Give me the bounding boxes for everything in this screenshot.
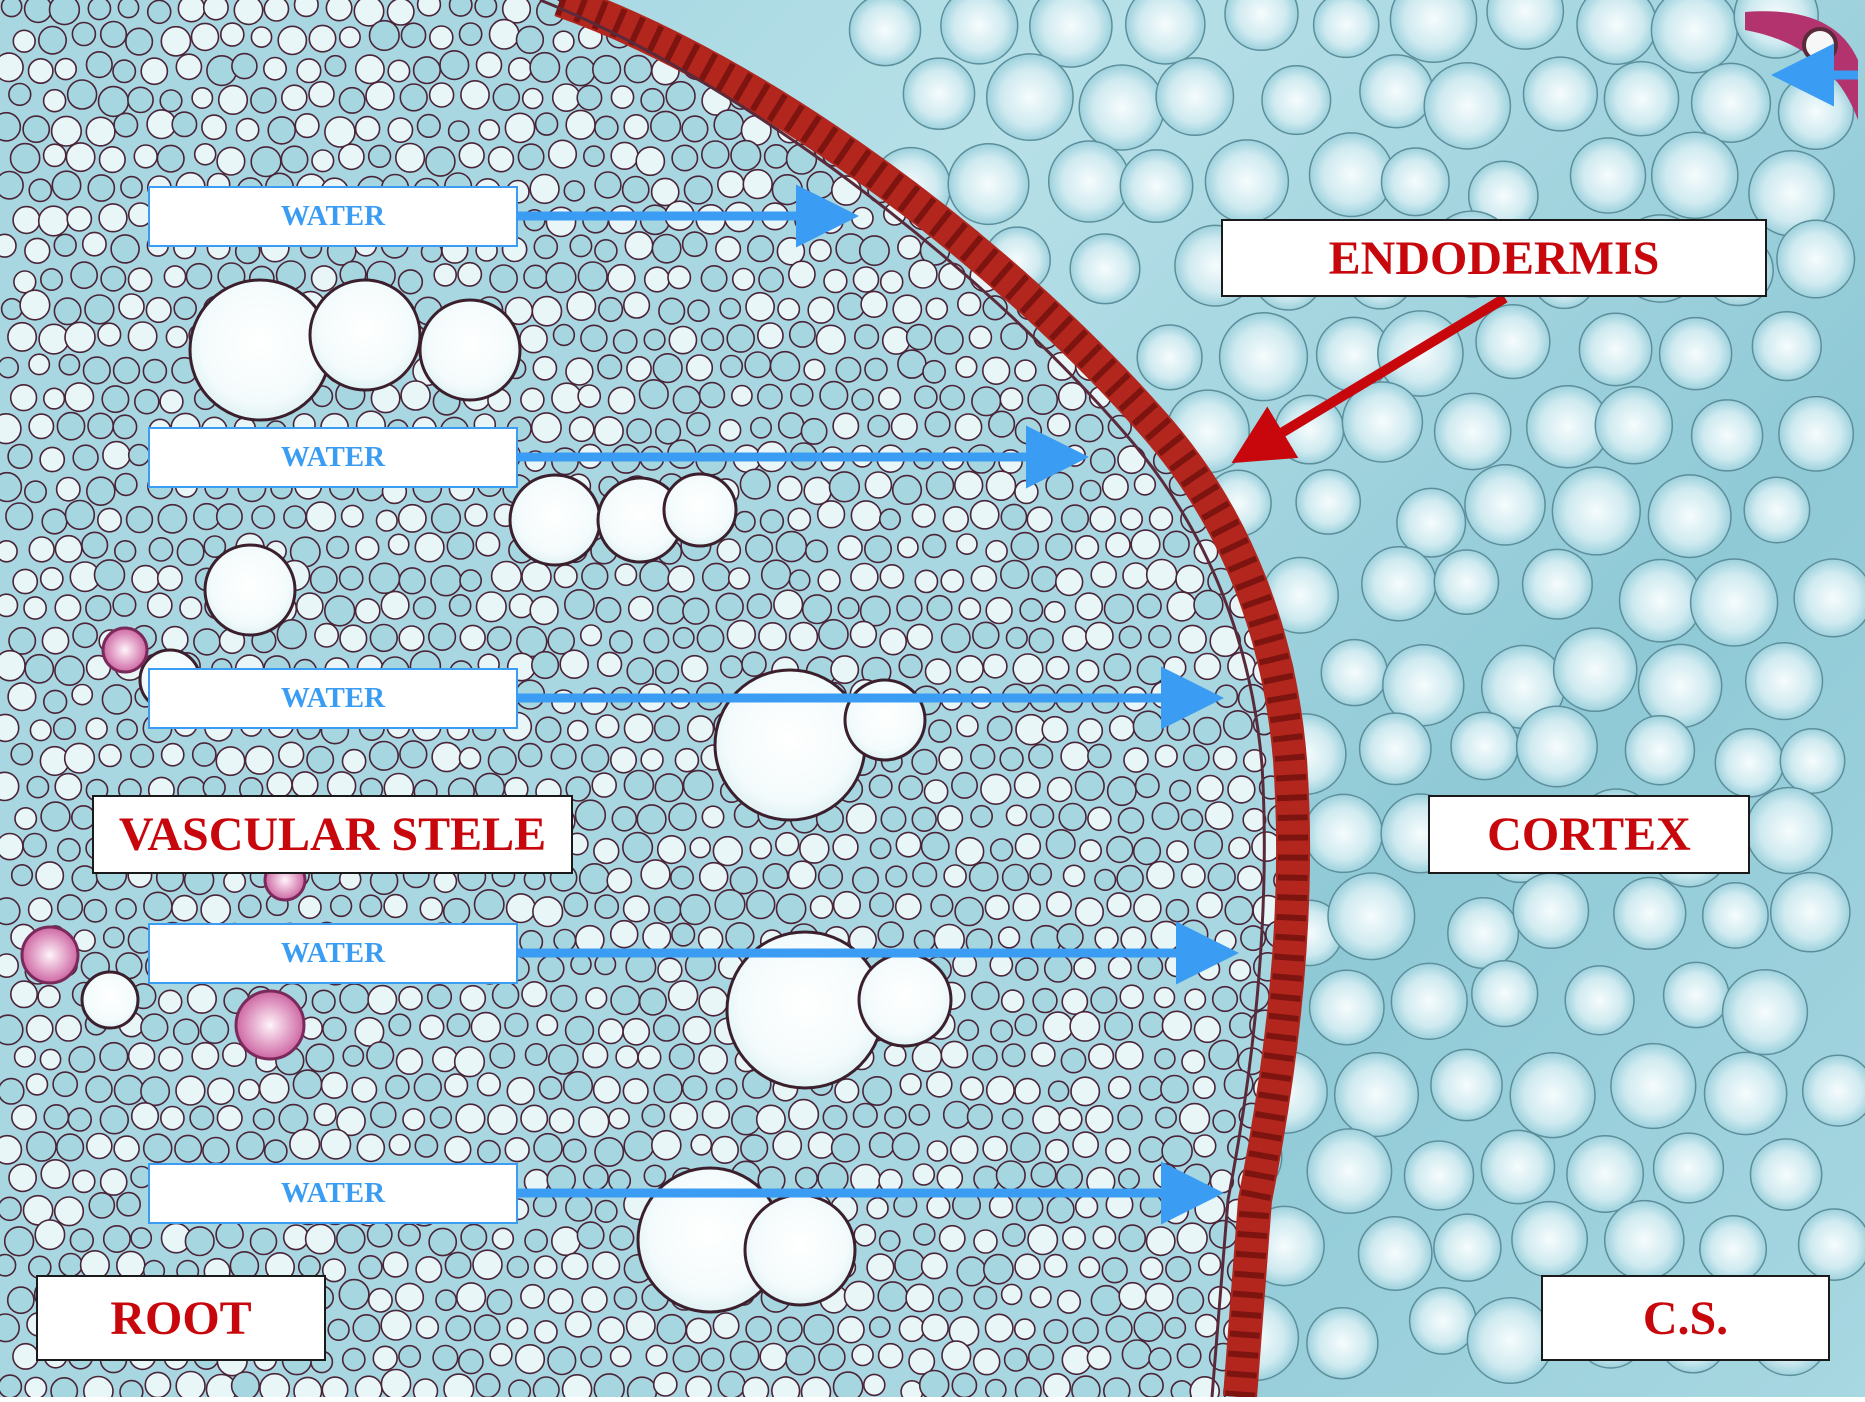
water-label-3: WATER	[148, 668, 518, 729]
water-label-4: WATER	[148, 923, 518, 984]
water-label-1: WATER	[148, 186, 518, 247]
cortex-label: CORTEX	[1428, 795, 1750, 874]
vascular-stele-label: VASCULAR STELE	[92, 795, 573, 874]
endodermis-label: ENDODERMIS	[1221, 219, 1767, 297]
root-label: ROOT	[36, 1275, 326, 1361]
water-label-5: WATER	[148, 1163, 518, 1224]
cs-label: C.S.	[1541, 1275, 1830, 1361]
water-label-2: WATER	[148, 427, 518, 488]
